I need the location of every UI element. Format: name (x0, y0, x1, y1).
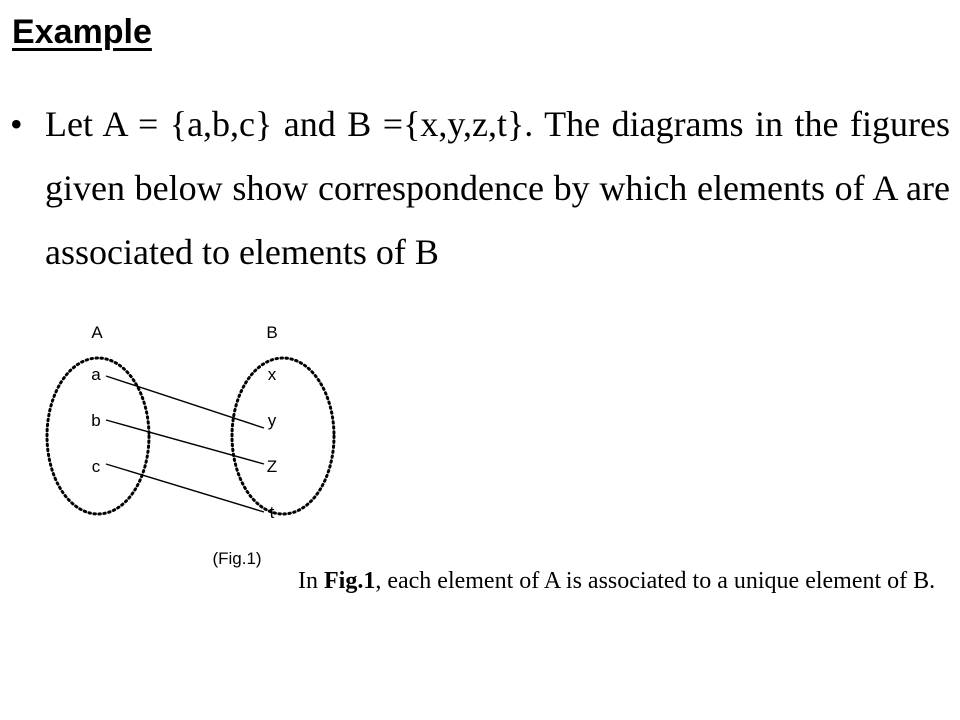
set-b-element: x (268, 365, 277, 384)
mapping-arrow (105, 419, 265, 465)
mapping-arrow (105, 463, 265, 513)
set-b-element: Z (267, 457, 277, 476)
set-a-element: a (91, 365, 101, 384)
set-a-label: A (91, 323, 103, 342)
mapping-arrow (105, 375, 265, 429)
bullet-item: • Let A = {a,b,c} and B ={x,y,z,t}. The … (10, 92, 950, 284)
bullet-text: Let A = {a,b,c} and B ={x,y,z,t}. The di… (45, 104, 950, 272)
slide-heading: Example (12, 13, 152, 51)
set-b-element: t (270, 503, 275, 522)
bullet-point: • (10, 104, 23, 144)
figure-description: In Fig.1, each element of A is associate… (298, 556, 938, 606)
figure-caption: (Fig.1) (212, 549, 261, 568)
set-a-element: b (91, 411, 100, 430)
set-a-ellipse (45, 356, 151, 516)
set-b-element: y (268, 411, 277, 430)
description-figure-ref: Fig.1 (324, 568, 376, 594)
set-b-ellipse (230, 356, 336, 516)
set-b-label: B (266, 323, 277, 342)
set-a-element: c (92, 457, 101, 476)
description-suffix: , each element of A is associated to a u… (375, 568, 936, 594)
description-prefix: In (298, 568, 324, 594)
